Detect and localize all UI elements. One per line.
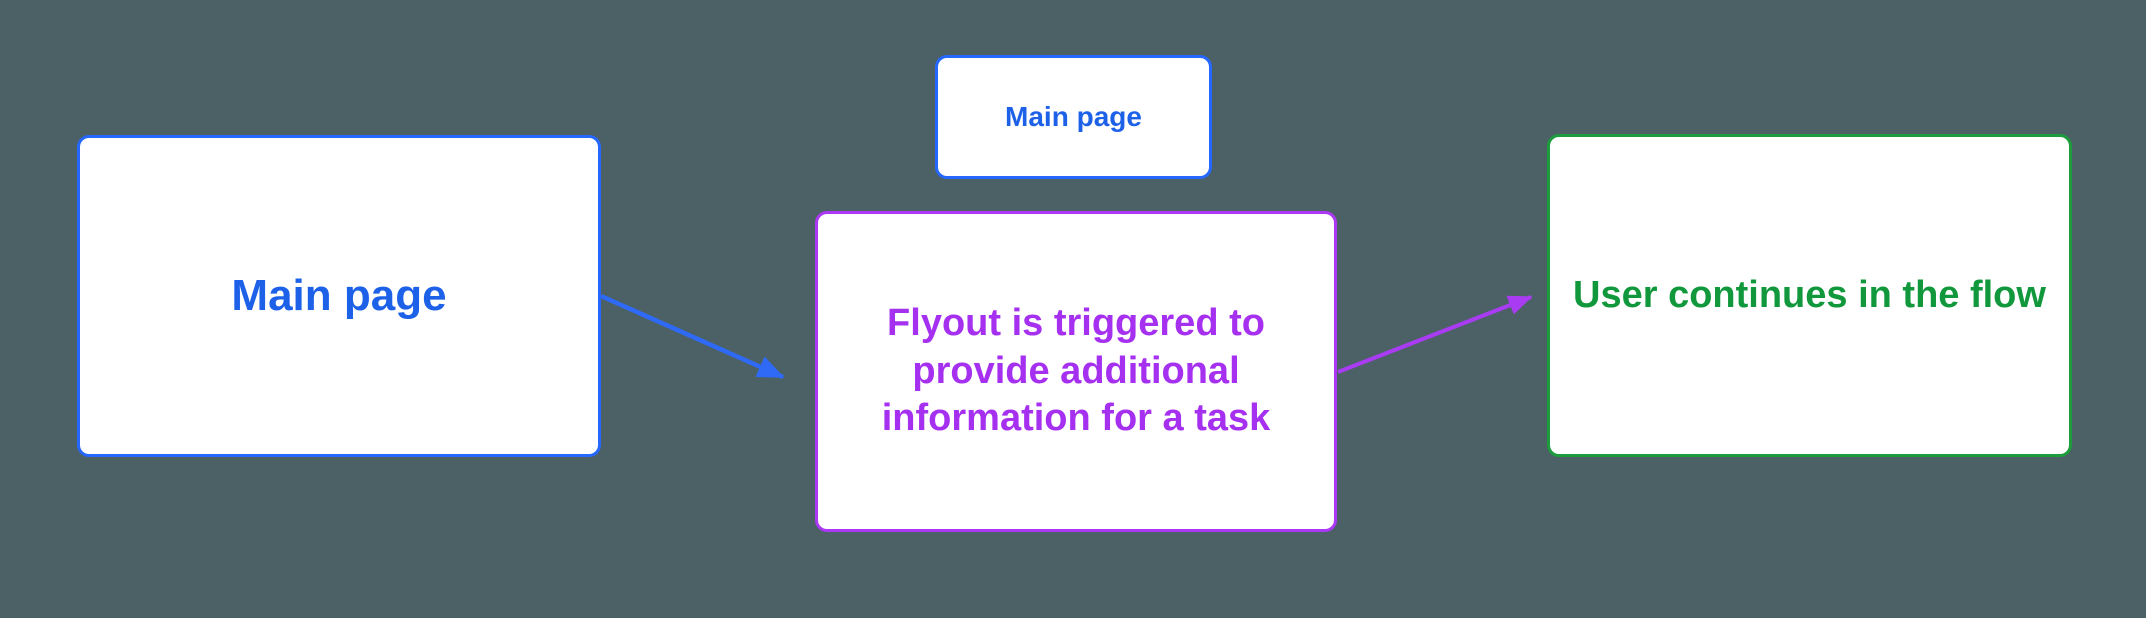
connector-main-to-flyout[interactable] xyxy=(600,293,785,380)
node-main-page[interactable]: Main page xyxy=(77,135,601,457)
node-flyout-label: Flyout is triggered to provide additiona… xyxy=(881,302,1271,440)
node-user-continues[interactable]: User continues in the flow xyxy=(1547,134,2072,457)
node-user-continues-label: User continues in the flow xyxy=(1573,274,2046,316)
node-flyout[interactable]: Flyout is triggered to provide additiona… xyxy=(815,211,1337,532)
node-main-page-small[interactable]: Main page xyxy=(935,55,1212,179)
node-main-page-label: Main page xyxy=(231,271,447,320)
connector-flyout-to-continue[interactable] xyxy=(1337,295,1533,374)
node-main-page-small-label: Main page xyxy=(1005,101,1142,132)
